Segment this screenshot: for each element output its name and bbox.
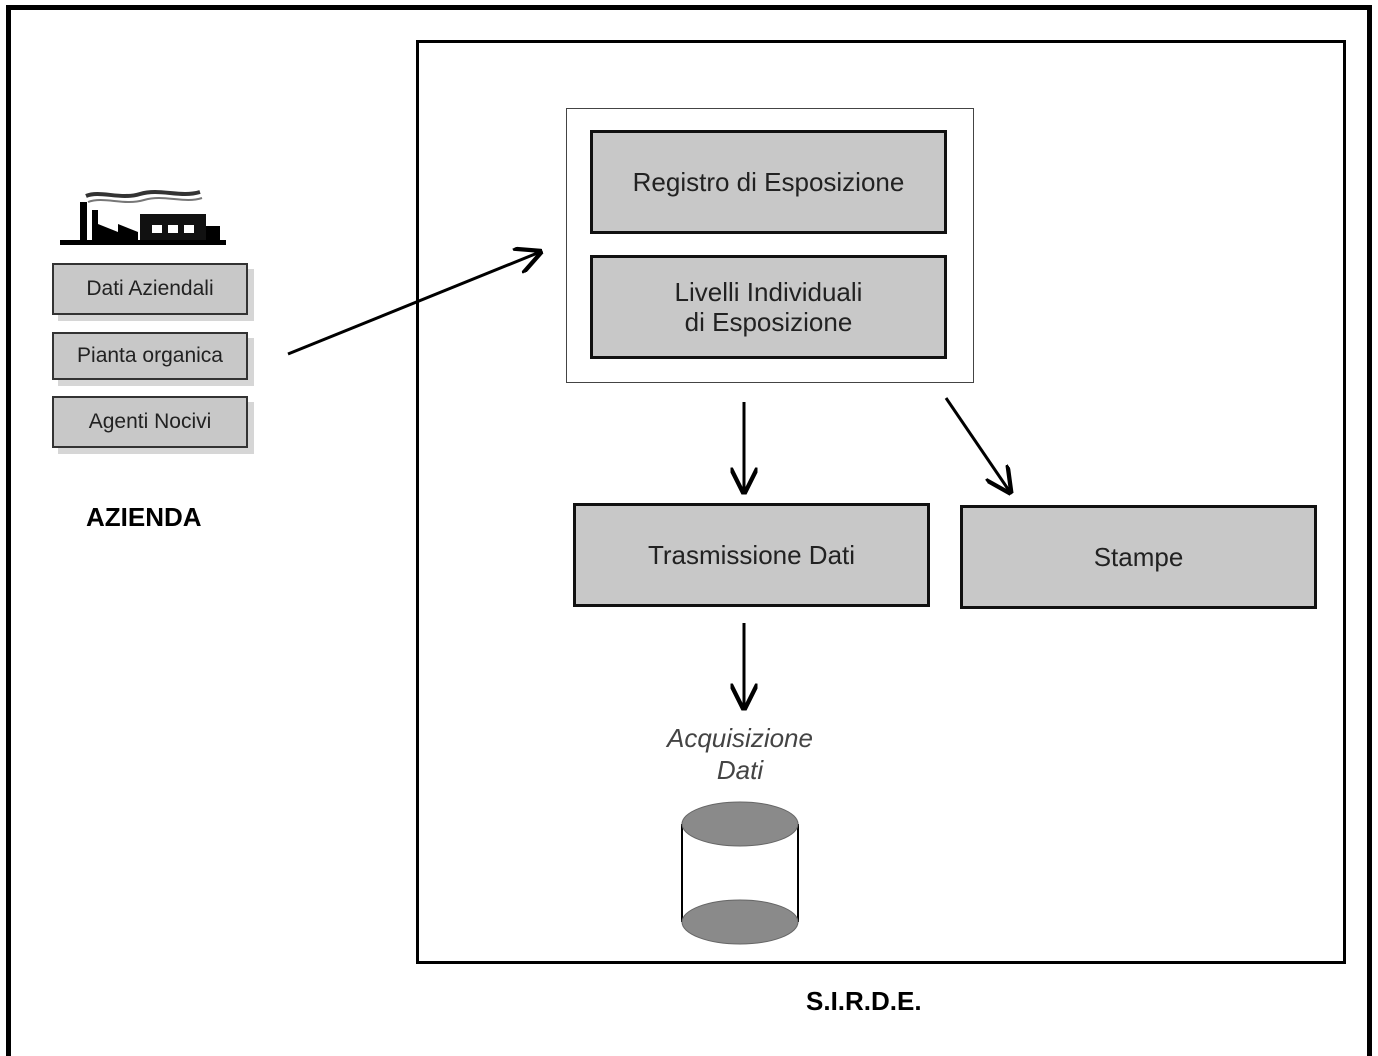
sirde-label: S.I.R.D.E.: [806, 986, 922, 1016]
azienda-item-agenti-nocivi: Agenti Nocivi: [52, 396, 248, 448]
azienda-item-label: Agenti Nocivi: [88, 410, 212, 433]
sirde-container: [416, 40, 1346, 964]
acquisizione-dati-label: Acquisizione Dati: [667, 723, 813, 785]
outer-frame: [6, 5, 1372, 1056]
trasmissione-dati-box: Trasmissione Dati: [573, 503, 930, 607]
stampe-box: Stampe: [960, 505, 1317, 609]
registro-esposizione-box: Registro di Esposizione: [590, 130, 947, 234]
livelli-individuali-box: Livelli Individuali di Esposizione: [590, 255, 947, 359]
azienda-item-label: Pianta organica: [77, 344, 223, 367]
azienda-item-pianta-organica: Pianta organica: [52, 332, 248, 380]
azienda-item-dati-aziendali: Dati Aziendali: [52, 263, 248, 315]
azienda-item-label: Dati Aziendali: [86, 277, 214, 300]
azienda-label: AZIENDA: [86, 502, 202, 532]
